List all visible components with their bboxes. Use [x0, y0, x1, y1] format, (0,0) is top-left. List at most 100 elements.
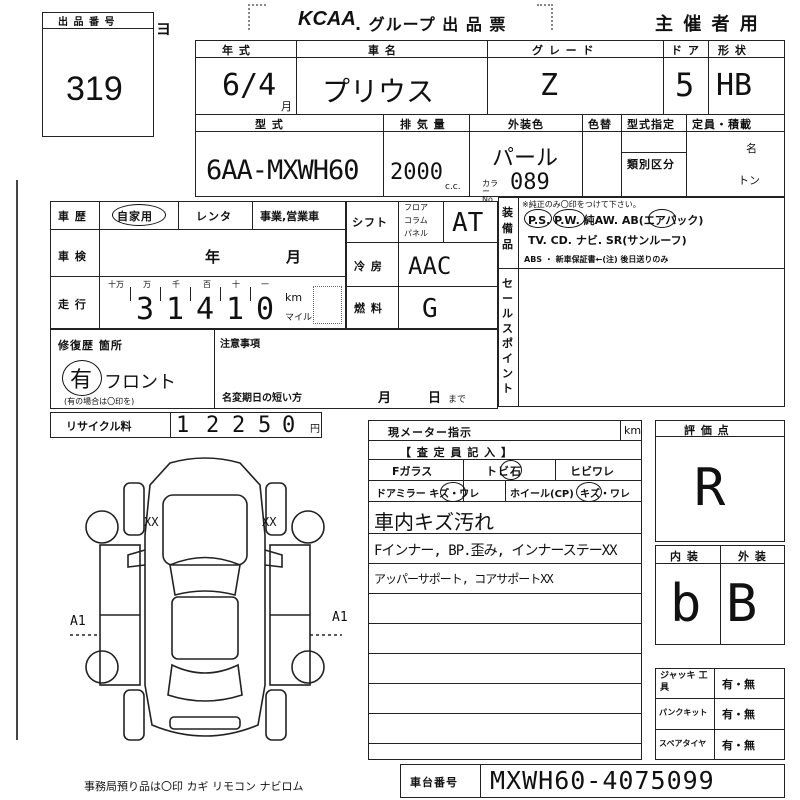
recycle-unit: 円: [310, 424, 320, 435]
chassis-label: 車台番号: [410, 776, 458, 789]
rear-window: [167, 663, 243, 702]
grade-value: Z: [540, 68, 559, 103]
period-until: まで: [448, 395, 467, 405]
vehicle-table: [195, 40, 785, 197]
exterior-value: B: [726, 574, 758, 634]
shift-value: AT: [452, 208, 484, 238]
score-table: [655, 420, 785, 542]
history-option-business[interactable]: 事業,営業車: [260, 210, 320, 223]
equipment-line-3: ABS ・ 新車保証書←(注) 後日送りのみ: [524, 255, 669, 264]
accessory-jack-value[interactable]: 有・無: [722, 678, 755, 691]
car-hood: [162, 494, 248, 566]
history-label: 車 歴: [58, 210, 87, 223]
year-label: 年 式: [222, 44, 251, 57]
recycle-digit-2: 2: [206, 413, 220, 438]
color-change-label: 色替: [588, 118, 612, 131]
displacement-value: 2000: [390, 160, 443, 185]
recycle-table: [50, 412, 322, 438]
lot-number-value: 319: [66, 70, 123, 108]
left-rear-fender: [123, 689, 145, 741]
equip-circle-pw: [553, 209, 585, 228]
car-roof: [171, 596, 239, 660]
history-circle-mark: [112, 204, 166, 226]
recycle-label: リサイクル料: [66, 420, 132, 433]
diagram-mark-left: A1: [70, 614, 86, 629]
mile-unit: マイル: [285, 313, 313, 323]
equipment-line-2: TV. CD. ナビ. SR(サンルーフ): [528, 234, 687, 247]
mileage-digit-2: 1: [166, 292, 185, 327]
unit-one: 一: [261, 280, 269, 289]
year-month-suffix: 月: [281, 100, 292, 113]
lot-number-label: 出 品 番 号: [58, 17, 116, 28]
color-number-label: カラー No.: [482, 179, 498, 204]
ac-value: AAC: [408, 252, 452, 280]
accessory-puncture-value[interactable]: 有・無: [722, 708, 755, 721]
color-number-value: 089: [510, 170, 550, 195]
door-value: 5: [675, 66, 695, 104]
lot-number-box: [42, 12, 154, 137]
unit-ten: 十: [232, 280, 240, 289]
accessory-spare-label: スペアタイヤ: [659, 739, 707, 748]
chassis-value: MXWH60-4075099: [490, 766, 715, 795]
capacity-label: 定員・積載: [692, 118, 752, 131]
inspector-note-1: 車内キズ汚れ: [374, 510, 494, 534]
model-label: 型 式: [255, 118, 284, 131]
exterior-label: 外 装: [738, 550, 767, 563]
car-diagram: [70, 457, 342, 741]
color-value: パール: [492, 146, 559, 171]
history-table: [50, 201, 346, 329]
side-mark: ヨ: [156, 20, 173, 38]
meter-unit: km: [624, 424, 642, 437]
diagram-mark-front-left: XX: [144, 515, 159, 529]
history-option-rental[interactable]: レンタ: [196, 210, 232, 223]
repair-location: フロント: [104, 372, 176, 393]
color-label: 外装色: [508, 118, 544, 131]
shift-floor: フロア: [404, 203, 428, 212]
right-rear-fender: [265, 689, 287, 741]
inspect-door-mirror: ドアミラー キズ・ワレ: [376, 489, 480, 500]
meter-table: [368, 420, 642, 760]
accessory-puncture-label: パンクキット: [659, 708, 708, 717]
accessories-table: [655, 668, 785, 760]
mirror-right: [264, 549, 283, 568]
model-value: 6AA-MXWH60: [206, 155, 360, 186]
mileage-check-box[interactable]: [313, 286, 342, 324]
mirror-left: [127, 549, 146, 568]
inspection-year: 年: [205, 248, 222, 266]
form-title: . グループ 出 品 票: [355, 15, 507, 34]
capacity-unit-tons: トン: [738, 174, 760, 187]
car-body-outline: [144, 457, 266, 737]
recycle-digit-1: 1: [176, 413, 190, 438]
chassis-table: [400, 764, 785, 798]
inspect-circle-chip: [500, 460, 522, 480]
shift-panel: パネル: [404, 229, 428, 238]
score-value: R: [694, 458, 726, 518]
inspector-note-2: Fインナー, BP.歪み, インナーステーXX: [374, 543, 618, 559]
year-value: 6/4: [222, 68, 277, 103]
inspection-label: 車 検: [58, 250, 87, 263]
class-label: 類別区分: [627, 158, 675, 171]
inspect-crack: ヒビワレ: [570, 465, 614, 478]
wheel-front-right: [291, 510, 325, 544]
corner-mark-left: [248, 4, 266, 30]
inspect-front-glass: Fガラス: [392, 465, 433, 478]
drivetrain-table: [346, 201, 498, 329]
unit-hundred: 百: [203, 280, 211, 289]
accessory-spare-value[interactable]: 有・無: [722, 739, 755, 752]
right-front-fender: [265, 482, 287, 536]
inspect-circle-wheel: [576, 482, 602, 502]
shift-column: コラム: [404, 216, 428, 225]
wheel-rear-left: [85, 650, 119, 684]
repair-hint: (有の場合は〇印を): [64, 397, 135, 406]
diagram-mark-right: A1: [332, 610, 348, 625]
displacement-unit: c.c.: [445, 182, 461, 192]
repair-circle: [62, 360, 102, 396]
km-unit: km: [285, 291, 303, 304]
body-value: HB: [716, 68, 753, 103]
period-month: 月: [378, 391, 393, 406]
unit-ten-thousand: 万: [143, 280, 151, 289]
notes-label: 注意事項: [220, 339, 260, 350]
shift-label: シフト: [352, 216, 388, 229]
page-edge-mark: [16, 180, 18, 740]
recycle-digit-3: 2: [232, 413, 246, 438]
